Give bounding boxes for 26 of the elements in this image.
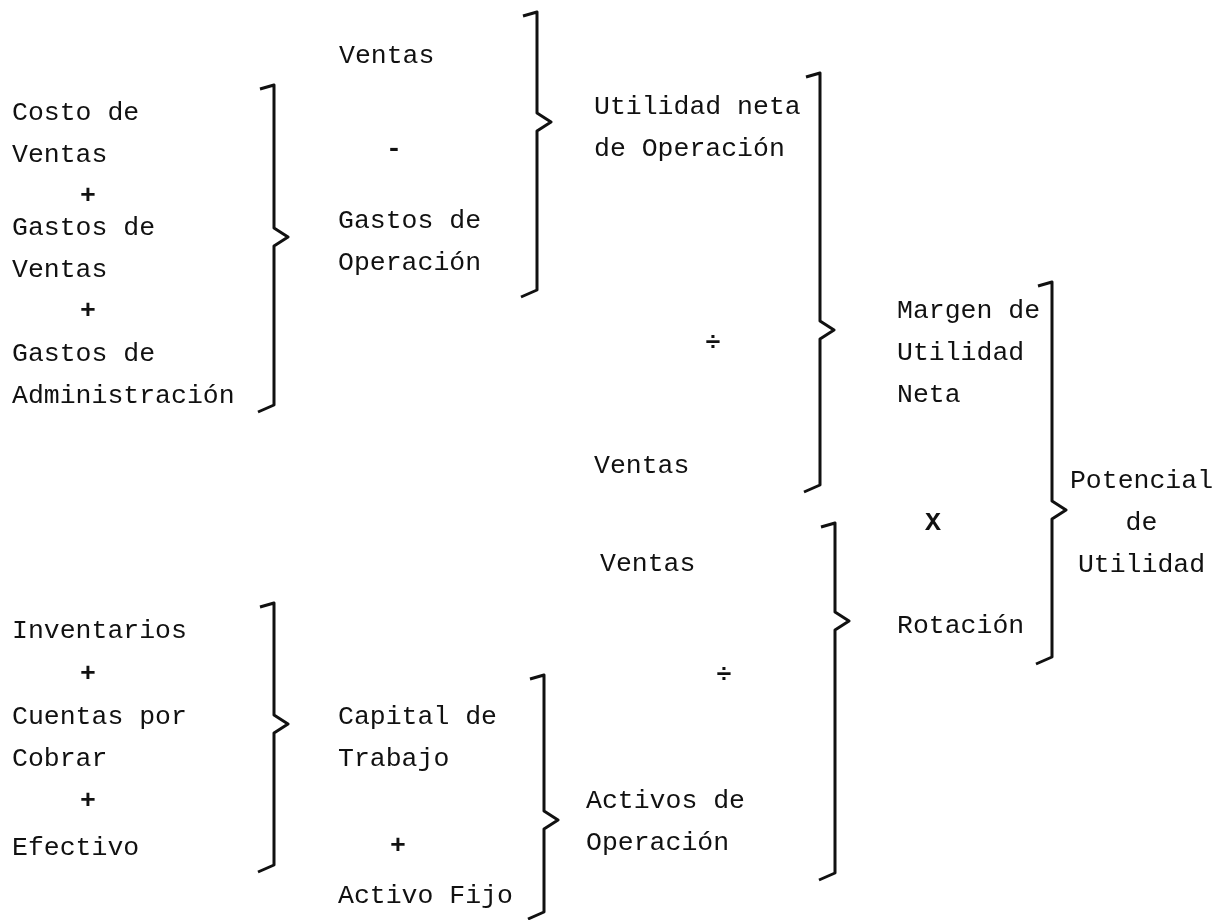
- term-label: Costo de Ventas: [12, 97, 141, 172]
- term-label: Gastos de Ventas: [12, 212, 157, 287]
- operator-symbol: +: [80, 658, 97, 691]
- operator-symbol: -: [386, 133, 403, 166]
- term-label: Rotación: [897, 610, 1026, 643]
- term-label: Ventas: [339, 40, 436, 73]
- operator-symbol: ÷: [716, 659, 733, 692]
- operator-symbol: +: [80, 180, 97, 213]
- term-label: Inventarios: [12, 615, 188, 648]
- term-label: Gastos de Administración: [12, 338, 236, 413]
- term-label: Cuentas por Cobrar: [12, 701, 188, 776]
- operator-symbol: +: [390, 830, 407, 863]
- term-label: Activos de Operación: [586, 785, 747, 860]
- operator-symbol: +: [80, 295, 97, 328]
- term-label: Ventas: [600, 548, 697, 581]
- term-label: Margen de Utilidad Neta: [897, 295, 1042, 412]
- term-label: Utilidad neta de Operación: [594, 91, 802, 166]
- operator-symbol: ÷: [705, 327, 722, 360]
- term-label: Potencial de Utilidad: [1068, 465, 1215, 582]
- operator-symbol: +: [80, 785, 97, 818]
- term-label: Ventas: [594, 450, 691, 483]
- term-label: Efectivo: [12, 832, 141, 865]
- term-label: Capital de Trabajo: [338, 701, 499, 776]
- term-label: Activo Fijo: [338, 880, 514, 913]
- term-label: Gastos de Operación: [338, 205, 483, 280]
- operator-symbol: X: [925, 507, 942, 540]
